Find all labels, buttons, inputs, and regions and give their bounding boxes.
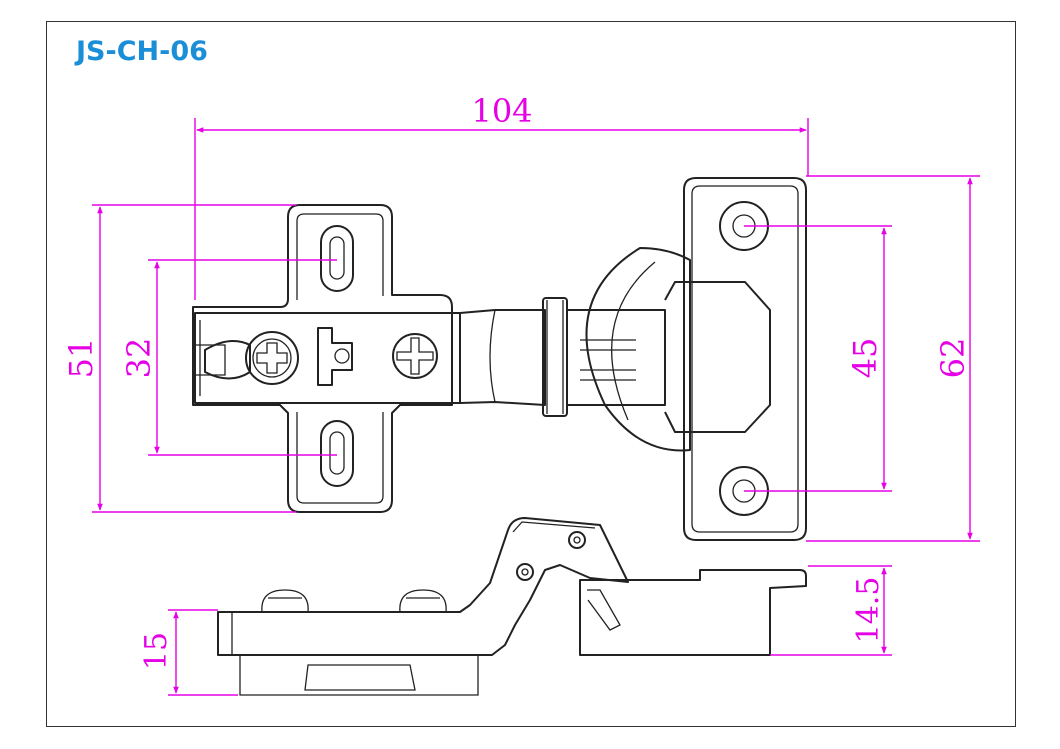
side-cup <box>579 569 807 656</box>
side-view <box>217 517 807 696</box>
dim-label-104: 104 <box>471 92 532 130</box>
dim-label-62: 62 <box>934 338 972 379</box>
side-base-plate <box>217 517 629 656</box>
phillips-screw-icon <box>245 331 299 385</box>
pivot-pin-1 <box>516 563 534 581</box>
adjustment-cam-icon <box>317 327 353 386</box>
dim-label-32: 32 <box>120 338 158 379</box>
model-code-title: JS-CH-06 <box>76 36 208 67</box>
mounting-plate <box>192 204 461 513</box>
hinge-cup <box>585 177 807 541</box>
side-screw-left <box>261 589 309 613</box>
dimension-labels: 104 51 32 45 62 15 14.5 <box>62 92 972 670</box>
plate-slot-bottom <box>320 420 354 487</box>
dimension-lines <box>92 118 980 696</box>
side-screw-right <box>399 589 447 613</box>
drawing-frame <box>46 21 1016 727</box>
dim-label-45: 45 <box>846 338 884 379</box>
dim-label-51: 51 <box>62 338 100 379</box>
dim-label-15: 15 <box>139 632 174 670</box>
dim-label-14-5: 14.5 <box>851 577 886 644</box>
pivot-pin-2 <box>568 531 586 549</box>
plate-slot-top <box>320 225 354 292</box>
cross-adjust-screw-icon <box>392 333 438 379</box>
hinge-arm <box>459 297 666 417</box>
